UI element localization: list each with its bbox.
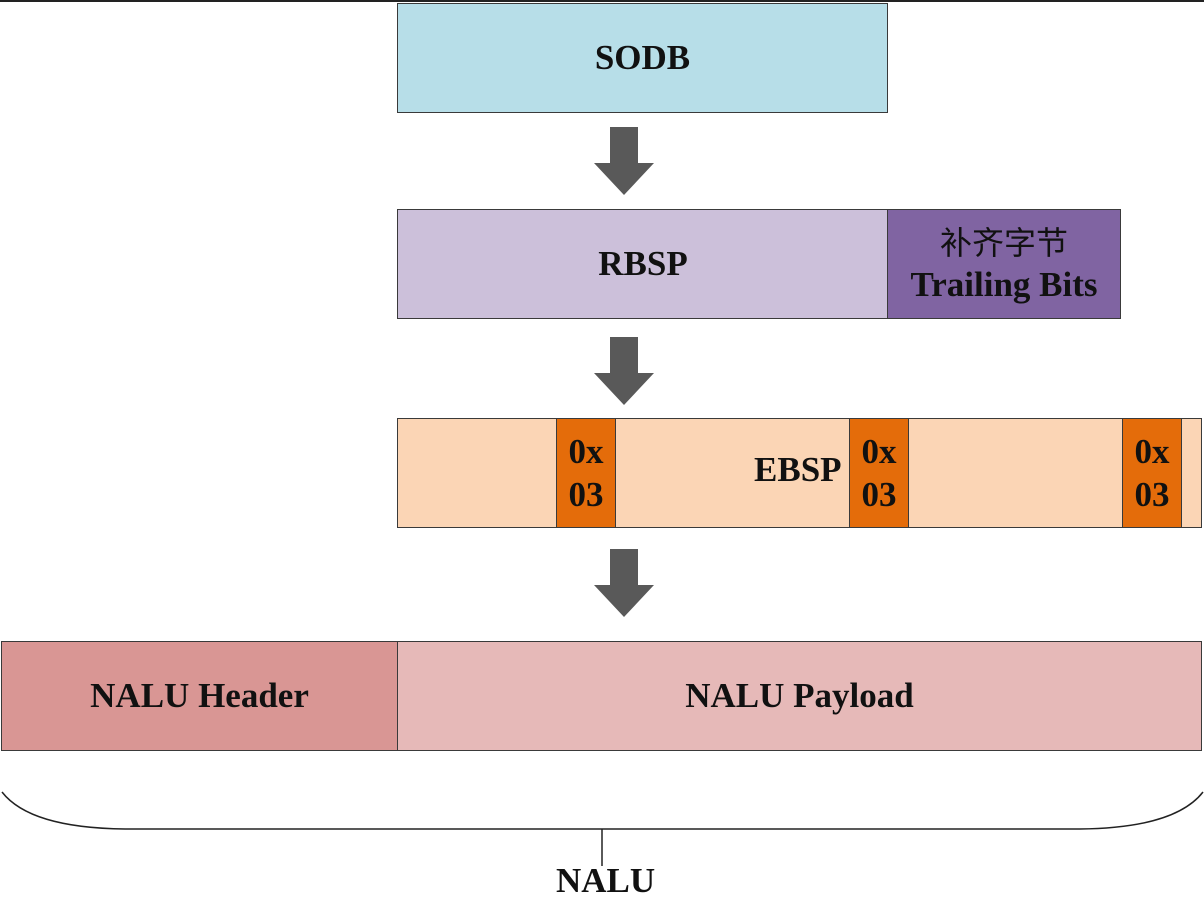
trailing-bits-box: 补齐字节 Trailing Bits bbox=[887, 209, 1121, 319]
emulation-byte-prefix: 0x bbox=[861, 432, 897, 471]
nalu-payload-box: NALU Payload bbox=[397, 641, 1202, 751]
rbsp-label: RBSP bbox=[598, 244, 688, 283]
sodb-box: SODB bbox=[397, 3, 888, 113]
ebsp-box bbox=[397, 418, 1202, 528]
nalu-label: NALU bbox=[556, 861, 656, 900]
nalu-header-label: NALU Header bbox=[90, 676, 309, 715]
sodb-label: SODB bbox=[594, 38, 691, 77]
emulation-byte-value: 03 bbox=[1134, 475, 1170, 514]
emulation-prevention-byte: 0x 03 bbox=[1122, 418, 1182, 528]
down-arrow-icon bbox=[594, 549, 654, 617]
trailing-bits-chinese-label: 补齐字节 bbox=[939, 224, 1068, 262]
nalu-header-box: NALU Header bbox=[1, 641, 398, 751]
nalu-brace bbox=[1, 791, 1204, 866]
ebsp-label: EBSP bbox=[754, 450, 842, 489]
nalu-payload-label: NALU Payload bbox=[685, 676, 914, 715]
rbsp-box: RBSP bbox=[397, 209, 889, 319]
emulation-byte-value: 03 bbox=[861, 475, 897, 514]
emulation-byte-prefix: 0x bbox=[568, 432, 604, 471]
top-border-line bbox=[0, 0, 1204, 2]
emulation-byte-prefix: 0x bbox=[1134, 432, 1170, 471]
emulation-byte-value: 03 bbox=[568, 475, 604, 514]
down-arrow-icon bbox=[594, 127, 654, 195]
emulation-prevention-byte: 0x 03 bbox=[849, 418, 909, 528]
down-arrow-icon bbox=[594, 337, 654, 405]
emulation-prevention-byte: 0x 03 bbox=[556, 418, 616, 528]
trailing-bits-label: Trailing Bits bbox=[910, 265, 1098, 304]
